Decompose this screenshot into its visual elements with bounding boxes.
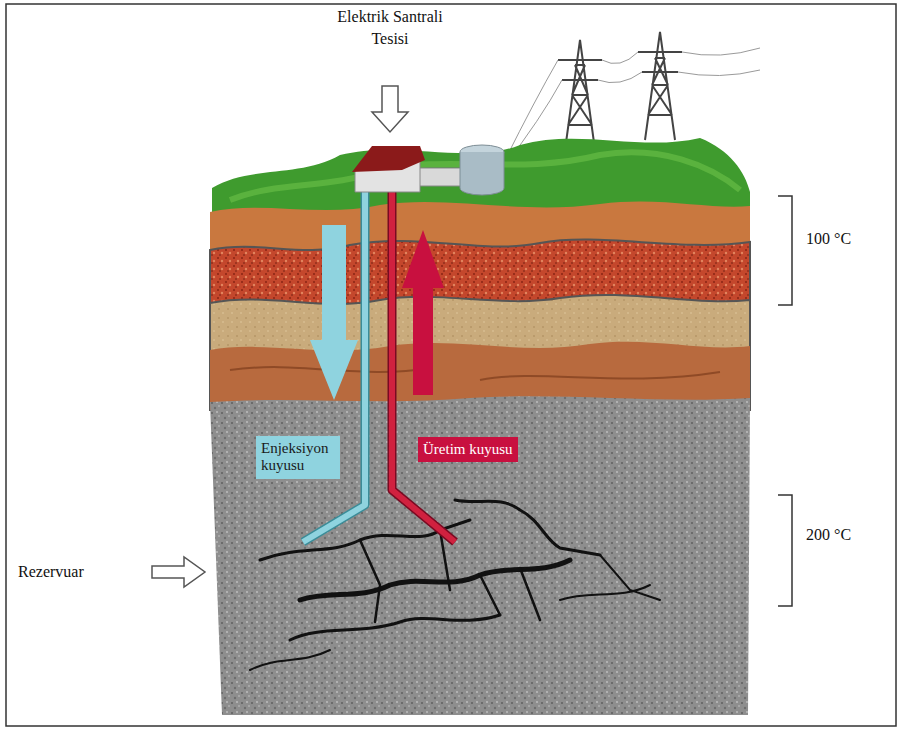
temperature-label: 200 °C (806, 524, 892, 546)
flow-up-arrow (402, 230, 444, 395)
fractures (250, 500, 660, 670)
fracture (250, 555, 660, 670)
pointer-arrow (152, 557, 205, 587)
injection-pipe (303, 192, 365, 542)
fracture (290, 615, 500, 640)
soil-layer (210, 295, 750, 410)
pylon (638, 32, 682, 140)
injection-pipe (303, 192, 365, 542)
fracture (360, 530, 540, 622)
soil-streak (230, 367, 720, 380)
plant-roof (352, 146, 425, 172)
pylon (558, 40, 602, 150)
well-label-box: Üretim kuyusu (418, 437, 518, 462)
production-pipe (392, 192, 455, 542)
temperature-label: 100 °C (806, 228, 892, 250)
plant-label: Elektrik Santrali Tesisi (322, 6, 458, 49)
reservoir-rock (210, 396, 750, 715)
reservoir-label: Rezervuar (18, 561, 138, 583)
grass-highlight (230, 152, 740, 200)
frame (6, 4, 896, 726)
production-pipe (392, 192, 455, 542)
tank (460, 152, 504, 195)
soil-layer (210, 240, 750, 410)
connector-pipe (418, 168, 466, 186)
depth-bracket (778, 495, 792, 606)
soil-layer (210, 201, 750, 410)
well-label-box: Enjeksiyon kuyusu (256, 436, 340, 479)
well-name: Üretim kuyusu (423, 441, 513, 458)
depth-bracket (778, 196, 792, 305)
well-name: Enjeksiyon kuyusu (261, 440, 335, 475)
pointer-arrow (372, 86, 408, 132)
flow-down-arrow (310, 225, 358, 400)
fracture (455, 500, 600, 555)
